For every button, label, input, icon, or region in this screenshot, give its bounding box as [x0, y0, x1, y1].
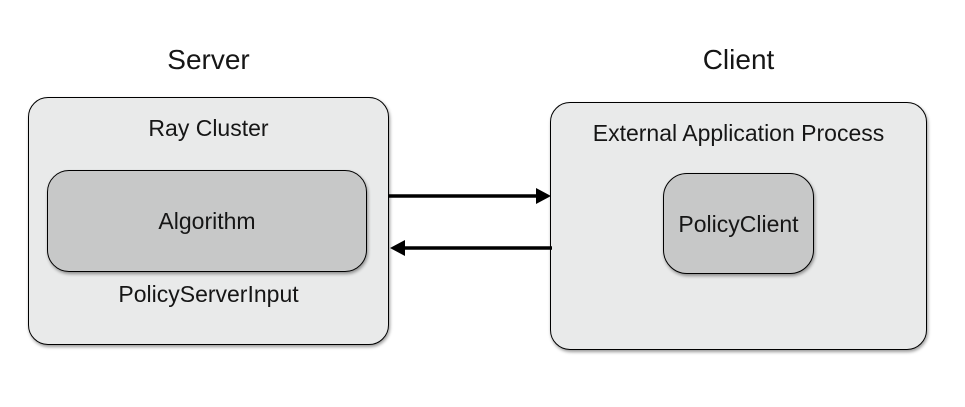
server-box: Ray Cluster Algorithm PolicyServerInput	[28, 97, 389, 345]
client-box: External Application Process PolicyClien…	[550, 102, 927, 350]
arrow-client-to-server-icon	[390, 240, 552, 256]
algorithm-label: Algorithm	[158, 208, 256, 234]
client-title: Client	[702, 44, 775, 75]
policy-client-box: PolicyClient	[663, 173, 814, 274]
ray-cluster-label: Ray Cluster	[148, 115, 269, 141]
policy-server-input-label: PolicyServerInput	[118, 281, 299, 307]
algorithm-box: Algorithm	[47, 170, 367, 272]
server-title: Server	[167, 44, 250, 75]
arrow-server-to-client-icon	[389, 188, 551, 204]
external-application-process-label: External Application Process	[592, 120, 885, 146]
policy-client-label: PolicyClient	[678, 210, 799, 237]
